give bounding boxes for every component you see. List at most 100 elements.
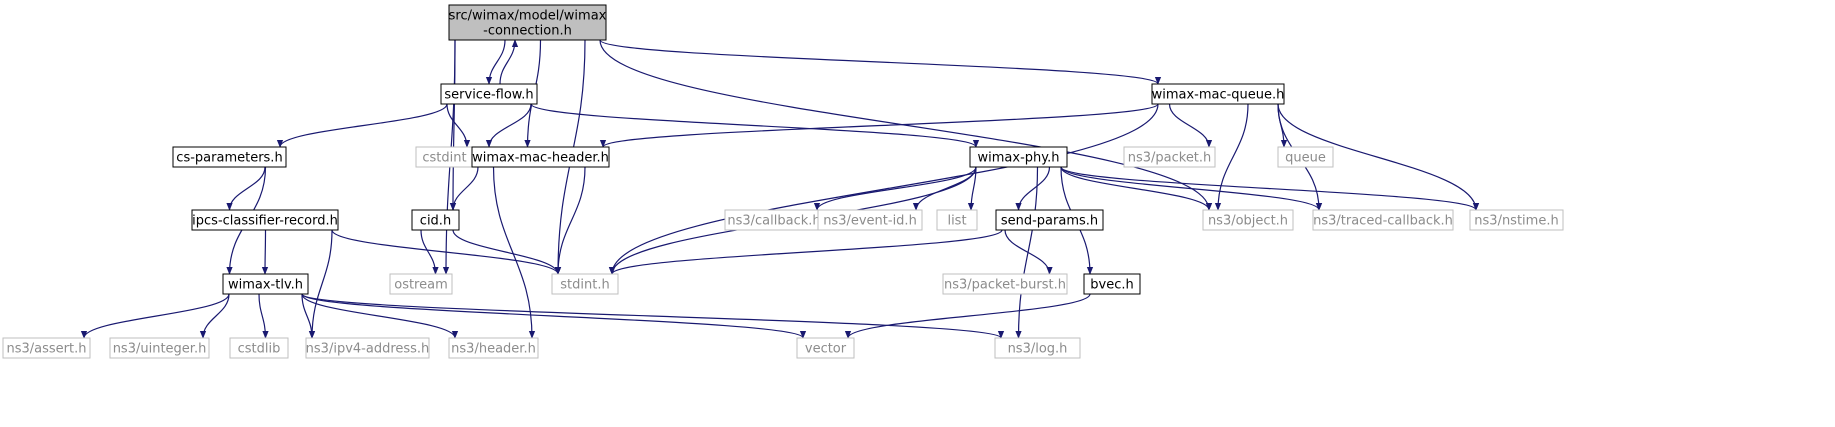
node-wimax-mac-queue[interactable]: wimax-mac-queue.h (1151, 83, 1285, 105)
edge-wimax-mac-queue-to-wimax-mac-header (600, 103, 1159, 148)
node-ostream[interactable]: ostream (389, 273, 453, 295)
node-ns3-uinteger[interactable]: ns3/uinteger.h (109, 337, 210, 359)
edge-wimax-tlv-to-ns3-header (301, 293, 459, 339)
node-label-stdint: stdint.h (560, 278, 609, 293)
edge-root-to-service-flow (485, 39, 506, 85)
edge-send-params-to-stdint (608, 229, 1003, 275)
node-ns3-callback[interactable]: ns3/callback.h (724, 209, 824, 231)
node-box-cid (411, 209, 460, 231)
node-label-list: list (947, 214, 966, 229)
node-label-ns3-event-id: ns3/event-id.h (823, 214, 917, 229)
node-vector[interactable]: vector (796, 337, 855, 359)
node-box-queue (1277, 146, 1334, 168)
node-box-ns3-log (994, 337, 1081, 359)
edge-ipcs-classifier-record-to-wimax-tlv (261, 229, 269, 275)
node-label-bvec: bvec.h (1090, 278, 1133, 293)
node-ns3-packet-burst[interactable]: ns3/packet-burst.h (942, 273, 1068, 295)
node-ns3-header[interactable]: ns3/header.h (448, 337, 539, 359)
edge-wimax-phy-to-ns3-traced-callback (1060, 166, 1323, 211)
node-wimax-phy[interactable]: wimax-phy.h (969, 146, 1068, 168)
node-label-ns3-uinteger: ns3/uinteger.h (113, 342, 207, 357)
node-label-root-line-2: -connection.h (483, 24, 572, 39)
node-label-ipcs-classifier-record: ipcs-classifier-record.h (192, 214, 338, 229)
edge-bvec-to-vector (844, 293, 1091, 339)
node-box-wimax-mac-queue (1151, 83, 1285, 105)
node-ns3-nstime[interactable]: ns3/nstime.h (1469, 209, 1564, 231)
node-cid[interactable]: cid.h (411, 209, 460, 231)
edge-wimax-mac-header-to-ns3-header (492, 166, 536, 339)
edge-wimax-tlv-to-ns3-assert (80, 293, 230, 339)
edge-service-flow-to-cs-parameters (276, 103, 448, 148)
node-wimax-mac-header[interactable]: wimax-mac-header.h (471, 146, 610, 168)
node-stdint[interactable]: stdint.h (551, 273, 619, 295)
node-label-ns3-packet-burst: ns3/packet-burst.h (944, 278, 1066, 293)
edge-wimax-tlv-to-cstdlib (258, 293, 269, 339)
node-ns3-packet[interactable]: ns3/packet.h (1123, 146, 1216, 168)
node-send-params[interactable]: send-params.h (995, 209, 1104, 231)
node-label-wimax-phy: wimax-phy.h (978, 151, 1060, 166)
node-box-ns3-ipv4-address (305, 337, 430, 359)
edge-send-params-to-ns3-packet-burst (1004, 229, 1053, 275)
node-box-cstdlib (229, 337, 289, 359)
node-box-ns3-uinteger (109, 337, 210, 359)
node-cstdlib[interactable]: cstdlib (229, 337, 289, 359)
edge-cid-to-ostream (420, 229, 439, 275)
node-ipcs-classifier-record[interactable]: ipcs-classifier-record.h (191, 209, 339, 231)
node-box-vector (796, 337, 855, 359)
node-label-wimax-tlv: wimax-tlv.h (228, 278, 303, 293)
node-label-cid: cid.h (420, 214, 451, 229)
node-box-ns3-event-id (817, 209, 923, 231)
edge-ipcs-classifier-record-to-stdint (331, 229, 562, 275)
node-ns3-ipv4-address[interactable]: ns3/ipv4-address.h (305, 337, 430, 359)
node-ns3-assert[interactable]: ns3/assert.h (2, 337, 91, 359)
node-label-wimax-mac-header: wimax-mac-header.h (472, 151, 609, 166)
node-ns3-traced-callback[interactable]: ns3/traced-callback.h (1312, 209, 1454, 231)
node-box-bvec (1083, 273, 1141, 295)
node-label-root-line-1: src/wimax/model/wimax (449, 9, 607, 24)
node-label-service-flow: service-flow.h (444, 88, 533, 103)
node-box-wimax-tlv (222, 273, 309, 295)
node-ns3-event-id[interactable]: ns3/event-id.h (817, 209, 923, 231)
edge-wimax-phy-to-list (967, 166, 977, 211)
node-label-ns3-ipv4-address: ns3/ipv4-address.h (306, 342, 430, 357)
node-box-service-flow (440, 83, 538, 105)
node-box-ns3-header (448, 337, 539, 359)
node-label-queue: queue (1285, 151, 1326, 166)
node-ns3-log[interactable]: ns3/log.h (994, 337, 1081, 359)
node-label-wimax-mac-queue: wimax-mac-queue.h (1152, 88, 1285, 103)
node-cs-parameters[interactable]: cs-parameters.h (172, 146, 287, 168)
edge-service-flow-to-root (499, 39, 519, 85)
node-label-ns3-packet: ns3/packet.h (1128, 151, 1212, 166)
node-box-ostream (389, 273, 453, 295)
node-box-ns3-packet (1123, 146, 1216, 168)
node-box-root (448, 4, 607, 41)
edge-wimax-phy-to-ns3-object (1060, 166, 1213, 211)
node-label-ostream: ostream (394, 278, 448, 293)
node-box-cs-parameters (172, 146, 287, 168)
node-bvec[interactable]: bvec.h (1083, 273, 1141, 295)
node-label-ns3-assert: ns3/assert.h (7, 342, 87, 357)
node-box-ipcs-classifier-record (191, 209, 339, 231)
node-box-ns3-nstime (1469, 209, 1564, 231)
node-list[interactable]: list (936, 209, 978, 231)
nodes-layer: src/wimax/model/wimax-connection.h servic… (2, 4, 1564, 359)
node-box-ns3-assert (2, 337, 91, 359)
node-cstdint[interactable]: cstdint (415, 146, 474, 168)
node-label-ns3-log: ns3/log.h (1008, 342, 1068, 357)
edge-wimax-tlv-to-ns3-ipv4-address (301, 293, 316, 339)
node-wimax-tlv[interactable]: wimax-tlv.h (222, 273, 309, 295)
edge-service-flow-to-cstdint (446, 103, 471, 148)
node-ns3-object[interactable]: ns3/object.h (1202, 209, 1294, 231)
node-label-cstdint: cstdint (422, 151, 466, 166)
edge-wimax-phy-to-ns3-callback (813, 166, 977, 211)
node-root[interactable]: src/wimax/model/wimax-connection.h (448, 4, 607, 41)
node-service-flow[interactable]: service-flow.h (440, 83, 538, 105)
edge-wimax-tlv-to-ns3-uinteger (199, 293, 230, 339)
edge-root-to-wimax-mac-queue (599, 39, 1161, 85)
edge-wimax-mac-header-to-stdint (554, 166, 586, 275)
node-label-ns3-traced-callback: ns3/traced-callback.h (1313, 214, 1453, 229)
node-queue[interactable]: queue (1277, 146, 1334, 168)
node-box-send-params (995, 209, 1104, 231)
node-label-cstdlib: cstdlib (238, 342, 281, 357)
